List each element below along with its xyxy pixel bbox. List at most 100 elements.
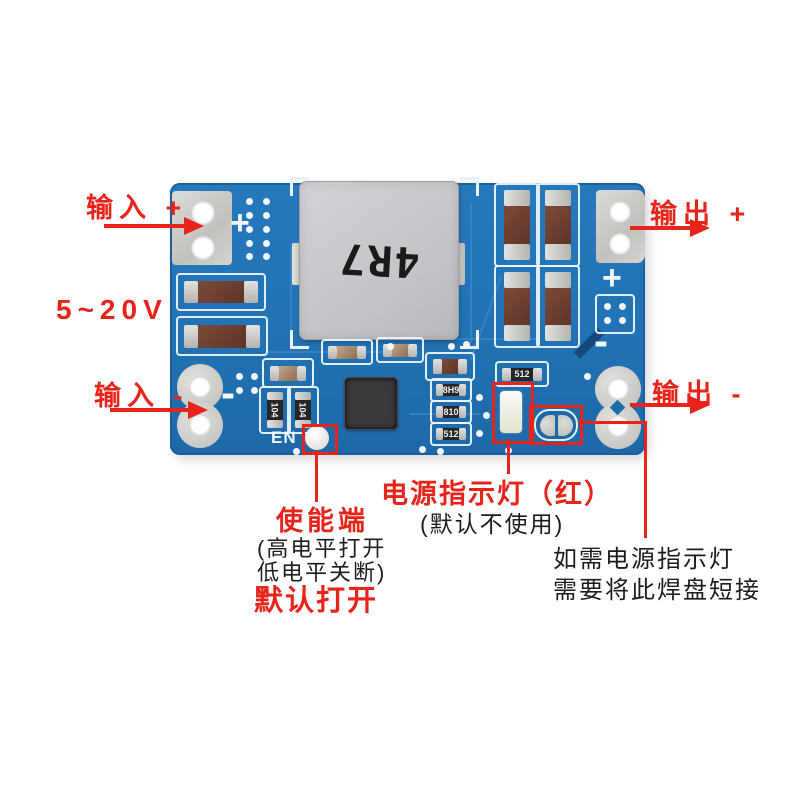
pcb-trace (290, 243, 292, 343)
resistor-label: 810 (443, 406, 459, 418)
resistor-810: 810 (430, 400, 472, 424)
smd-capacitor (425, 352, 475, 381)
input-minus-arrow-line (110, 408, 190, 412)
output-plus-arrow-line (630, 226, 692, 230)
via-dot (476, 394, 483, 401)
resistor-512: 512 (495, 361, 549, 387)
via-dot (293, 448, 300, 455)
led-callout-box (492, 382, 534, 444)
smd-resistor (376, 337, 424, 363)
enable-pad (305, 426, 329, 450)
input-plus-arrow-head (184, 217, 204, 235)
power-inductor: 4R7 (299, 181, 459, 340)
via-dot (619, 317, 626, 324)
output-minus-hole (607, 378, 629, 400)
enable-line1: (高电平打开 (257, 536, 387, 561)
jumper-pad-right (557, 414, 573, 436)
led-title: 电源指示灯（红） (381, 479, 613, 509)
minus-silkscreen: - (221, 369, 235, 416)
via-dot (246, 240, 253, 247)
power-led (500, 391, 522, 433)
smd-resistor (321, 339, 373, 365)
jumper-callout-box (529, 405, 583, 445)
via-dot (246, 212, 253, 219)
inductor-tab (292, 243, 303, 285)
input-minus-hole (189, 376, 211, 398)
resistor-label: 512 (511, 367, 533, 381)
output-capacitor (536, 183, 580, 267)
pcb-board: + + - - 4R7 (170, 177, 645, 455)
plus-silkscreen: + (602, 259, 622, 297)
en-silkscreen: EN (271, 428, 297, 447)
via-dot (387, 343, 394, 350)
input-minus-arrow-head (188, 401, 208, 419)
output-plus-hole (609, 233, 631, 255)
resistor-8h9: 8H9 (430, 378, 472, 402)
via-dot (246, 198, 253, 205)
via-dot (236, 373, 243, 380)
via-dot (619, 303, 626, 310)
via-dot (263, 198, 270, 205)
jumper-callout-line-h (578, 421, 646, 424)
pcb-trace (470, 203, 472, 343)
enable-callout-line (315, 450, 318, 502)
enable-line2: 低电平关断) (257, 560, 387, 585)
pcb-trace (420, 338, 540, 340)
inductor-label: 4R7 (336, 233, 422, 288)
via-dot (604, 317, 611, 324)
via-dot (476, 430, 483, 437)
input-voltage-label: 5~20V (56, 294, 168, 325)
resistor-label: 104 (298, 402, 308, 418)
inductor-tab (454, 243, 465, 285)
solder-jumper-pads (534, 409, 578, 441)
output-minus-hole (607, 415, 629, 437)
enable-pad-callout-box (302, 424, 338, 455)
led-subtitle: (默认不使用) (420, 511, 565, 537)
output-capacitor (536, 265, 580, 348)
plus-silkscreen: + (230, 204, 250, 242)
via-dot (419, 446, 426, 453)
resistor-512: 512 (430, 422, 472, 446)
enable-title: 使能端 (276, 506, 369, 536)
input-capacitor (176, 273, 266, 311)
via-dot (437, 448, 444, 455)
smd-capacitor (262, 358, 314, 388)
input-plus-label: 输入 + (86, 193, 188, 223)
output-minus-arrow-line (630, 403, 692, 407)
input-plus-arrow-line (104, 224, 186, 228)
via-dot (263, 253, 270, 260)
silkscreen-bracket (290, 330, 309, 349)
via-dot (483, 412, 490, 419)
via-dot (263, 240, 270, 247)
jumper-line1: 如需电源指示灯 (553, 546, 735, 573)
resistor-104: 104 (259, 386, 291, 434)
via-dot (448, 343, 455, 350)
output-minus-arrow-head (690, 396, 710, 414)
via-dot (236, 387, 243, 394)
via-dot (246, 226, 253, 233)
silkscreen-bracket (460, 330, 479, 349)
enable-line3: 默认打开 (254, 585, 379, 617)
led-callout-line (507, 439, 510, 474)
output-capacitor (494, 183, 540, 267)
jumper-callout-line-v (644, 421, 647, 538)
silkscreen-bracket (290, 177, 309, 196)
via-dot (604, 303, 611, 310)
silkscreen-bracket (460, 177, 479, 196)
regulator-ic (344, 377, 398, 430)
via-dot (463, 341, 470, 348)
via-dot (246, 253, 253, 260)
input-minus-hole (189, 414, 211, 436)
output-plus-hole (609, 201, 631, 223)
resistor-label: 104 (270, 402, 280, 418)
input-minus-label: 输入 - (94, 381, 189, 411)
via-dot (584, 373, 591, 380)
output-capacitor (494, 265, 540, 348)
resistor-label: 512 (443, 428, 459, 440)
via-dot (263, 212, 270, 219)
jumper-pad-left (539, 414, 555, 436)
jumper-line2: 需要将此焊盘短接 (553, 577, 761, 604)
via-dot (251, 387, 258, 394)
via-dot (263, 226, 270, 233)
